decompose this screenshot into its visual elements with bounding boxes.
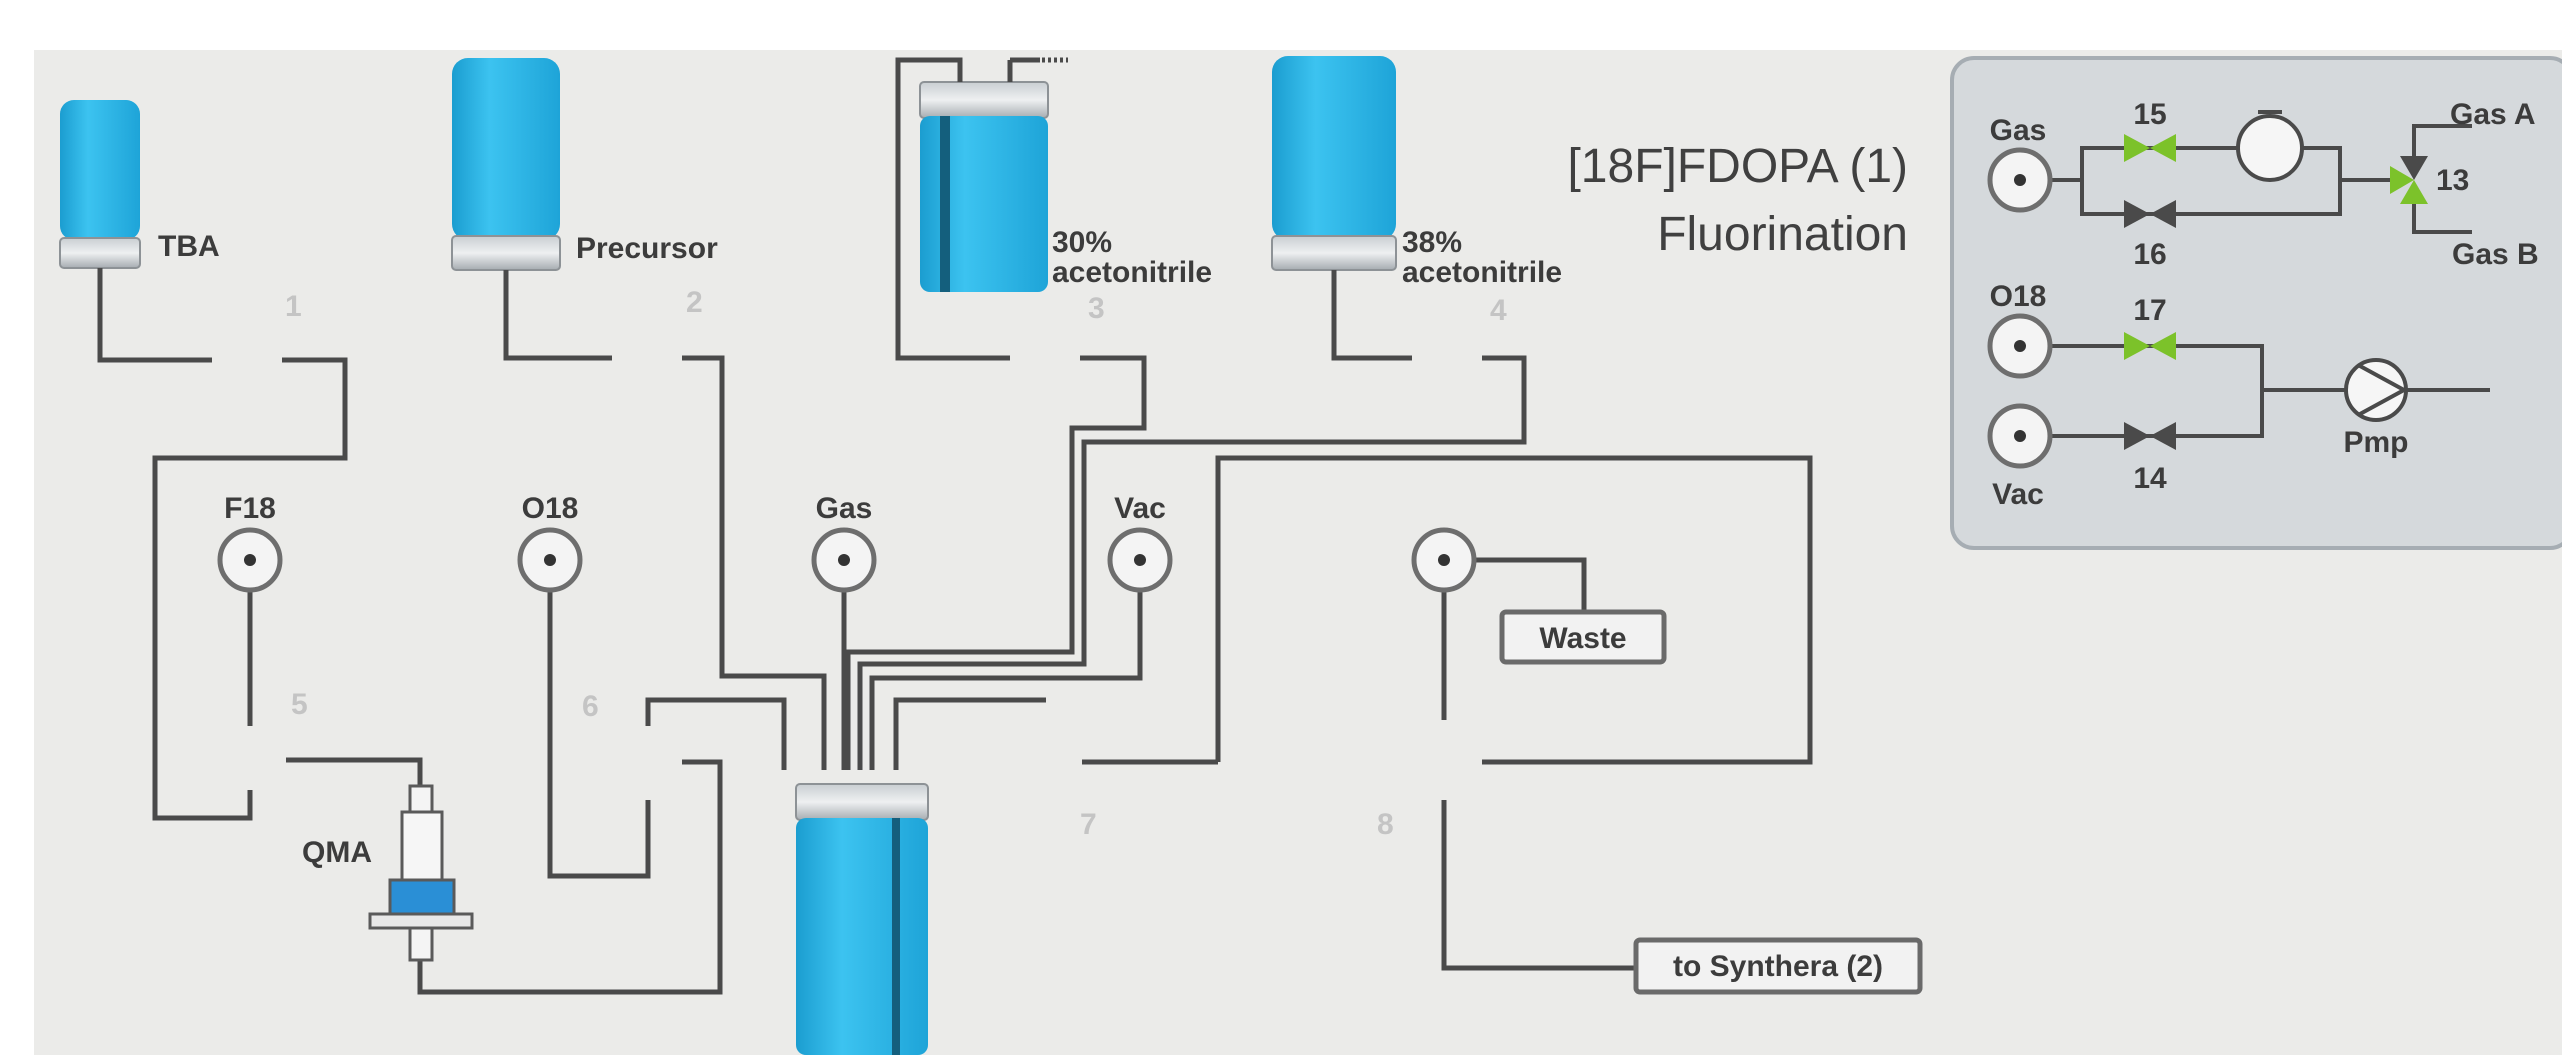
scheme-title-line2: Fluorination [1657, 208, 1908, 261]
port-vac[interactable] [1107, 527, 1173, 593]
panel-port-o18[interactable] [1987, 313, 2053, 379]
valve-number-7: 7 [1080, 808, 1097, 841]
vial-acetonitrile-38[interactable] [1271, 56, 1397, 271]
precursor-label: Precursor [576, 232, 718, 265]
port-vac-label: Vac [1114, 492, 1166, 525]
port-f18-label: F18 [224, 492, 276, 525]
valve-15[interactable] [2124, 134, 2176, 162]
panel-port-vac[interactable] [1987, 403, 2053, 469]
valve-17[interactable] [2124, 332, 2176, 360]
panel-gas-label: Gas [1990, 114, 2047, 147]
valve-number-8: 8 [1377, 808, 1394, 841]
port-gas-label: Gas [816, 492, 873, 525]
transfer-box[interactable] [1633, 937, 1923, 995]
panel-o18-label: O18 [1990, 280, 2047, 313]
tubing [97, 57, 1813, 995]
transfer-label: to Synthera (2) [1673, 950, 1883, 983]
valve-number-2: 2 [686, 286, 703, 319]
port-waste[interactable] [1411, 527, 1477, 593]
port-o18-label: O18 [522, 492, 579, 525]
acn38-label-line2: acetonitrile [1402, 256, 1562, 289]
port-o18[interactable] [517, 527, 583, 593]
valve-14[interactable] [2124, 422, 2176, 450]
valve-13[interactable] [2390, 156, 2428, 204]
valve-13-label: 13 [2436, 164, 2469, 197]
qma-label: QMA [302, 836, 372, 869]
panel-vac-label: Vac [1992, 478, 2044, 511]
vial-tba[interactable] [59, 100, 141, 269]
valve-16[interactable] [2124, 200, 2176, 228]
reactor-vial[interactable] [795, 783, 929, 1055]
port-gas[interactable] [811, 527, 877, 593]
valve-15-label: 15 [2133, 98, 2166, 131]
valve-14-label: 14 [2133, 462, 2167, 495]
vial-precursor[interactable] [451, 58, 561, 271]
qma-cartridge[interactable] [368, 784, 474, 962]
acn30-label-line1: 30% [1052, 226, 1112, 259]
port-f18[interactable] [217, 527, 283, 593]
gas-b-label: Gas B [2452, 238, 2539, 271]
valve-number-5: 5 [291, 688, 308, 721]
panel-port-gas[interactable] [1987, 147, 2053, 213]
tba-label: TBA [158, 230, 220, 263]
valve-16-label: 16 [2133, 238, 2166, 271]
valve-number-6: 6 [582, 690, 599, 723]
valve-number-1: 1 [285, 290, 302, 323]
waste-box[interactable] [1499, 609, 1667, 665]
vial-acetonitrile-30[interactable] [919, 57, 1068, 292]
valve-number-3: 3 [1088, 292, 1105, 325]
pump-icon[interactable] [2344, 358, 2409, 422]
valve-number-4: 4 [1490, 294, 1507, 327]
gas-a-label: Gas A [2450, 98, 2536, 131]
acn38-label-line1: 38% [1402, 226, 1462, 259]
valve-17-label: 17 [2133, 294, 2166, 327]
scheme-title-line1: [18F]FDOPA (1) [1567, 140, 1908, 193]
acn30-label-line2: acetonitrile [1052, 256, 1212, 289]
pump-label: Pmp [2343, 426, 2408, 459]
gas-control-panel [1950, 56, 2562, 550]
waste-label: Waste [1539, 622, 1626, 655]
